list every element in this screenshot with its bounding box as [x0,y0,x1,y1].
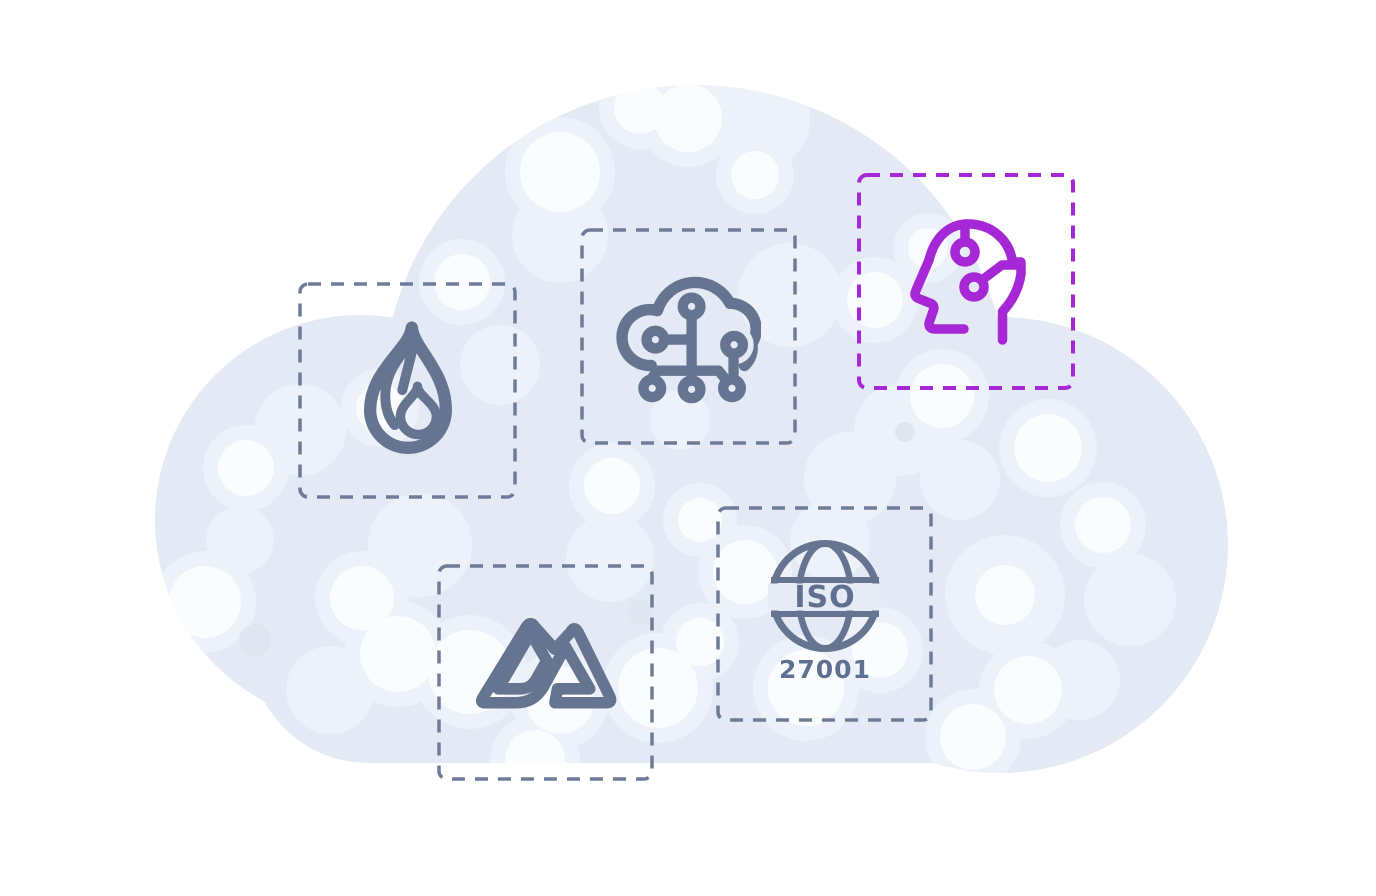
tile-cloud-network [580,228,797,445]
iso-number: 27001 [779,655,871,684]
ai-head-icon [910,218,1026,345]
tile-nuxt [437,564,654,781]
nuxt-mountains-icon [475,617,616,709]
drupal-droplet-icon [363,320,452,454]
cloud-network-icon [616,276,761,404]
tile-iso-27001: ISO 27001 [716,506,933,722]
iso-globe-icon: ISO 27001 [767,540,882,684]
tile-ai-head [857,173,1075,390]
tile-drupal [298,282,517,499]
iso-label: ISO [794,580,855,615]
